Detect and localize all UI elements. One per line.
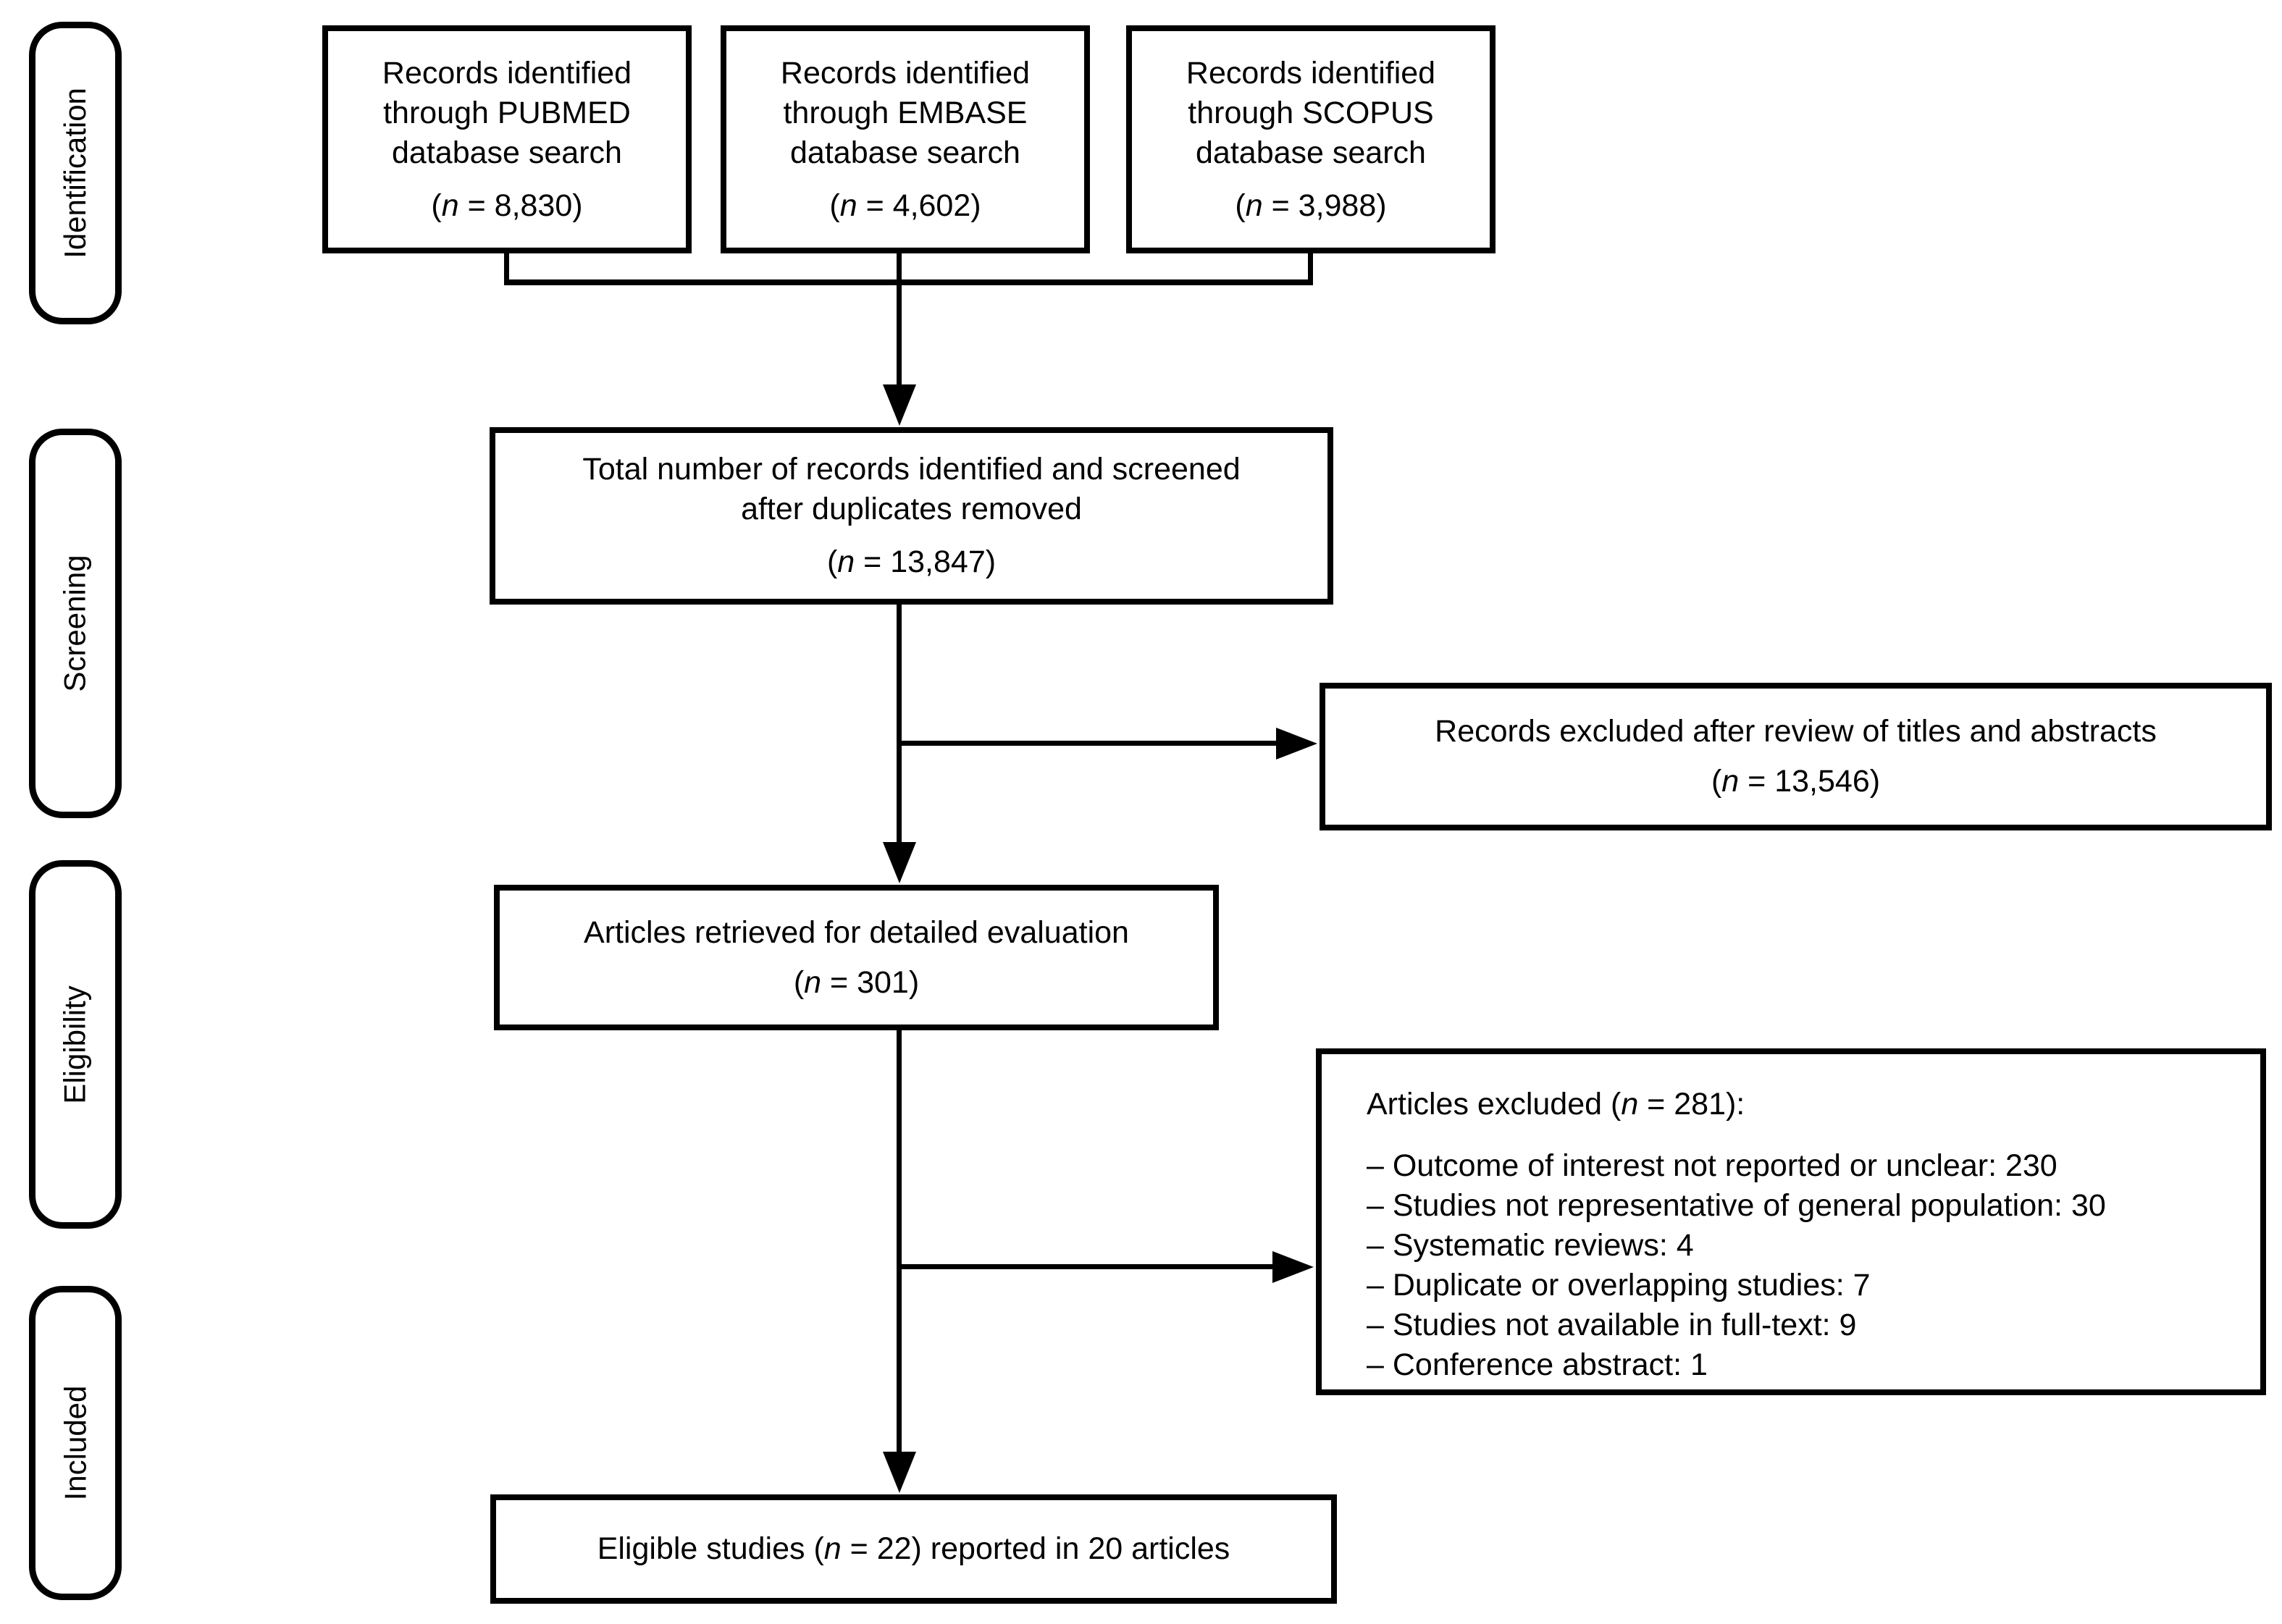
connector-stub-scopus — [1308, 253, 1313, 285]
box-articles-retrieved: Articles retrieved for detailed evaluati… — [494, 885, 1219, 1030]
arrowhead-right-to-excluded-articles — [1272, 1251, 1314, 1283]
box-eligible-studies: Eligible studies (n = 22) reported in 20… — [490, 1494, 1337, 1604]
connector-branch-2 — [897, 1264, 1274, 1269]
stage-identification-label: Identification — [58, 88, 93, 258]
box-line: database search — [1196, 135, 1426, 170]
excluded-articles-header: Articles excluded (n = 281): — [1367, 1087, 1745, 1122]
stage-included: Included — [29, 1286, 122, 1600]
box-line: Eligible studies (n = 22) reported in 20… — [597, 1531, 1230, 1566]
stage-eligibility-label: Eligibility — [58, 985, 93, 1104]
connector-stub-pubmed — [504, 253, 509, 285]
arrowhead-down-to-retrieved — [883, 842, 916, 883]
box-line: through PUBMED — [383, 95, 631, 130]
box-excluded-titles-abstracts: Records excluded after review of titles … — [1320, 683, 2272, 830]
stage-identification: Identification — [29, 22, 122, 324]
box-count: (n = 301) — [793, 964, 920, 1000]
connector-vertical-2 — [897, 605, 902, 843]
exclusion-reason: – Duplicate or overlapping studies: 7 — [1367, 1268, 1871, 1303]
exclusion-reason: – Studies not representative of general … — [1367, 1188, 2106, 1223]
exclusion-reason: – Outcome of interest not reported or un… — [1367, 1148, 2057, 1183]
box-line: database search — [392, 135, 622, 170]
box-scopus-records: Records identified through SCOPUS databa… — [1126, 25, 1496, 253]
arrowhead-down-to-eligible — [883, 1452, 916, 1493]
box-line: through SCOPUS — [1188, 95, 1434, 130]
stage-screening-label: Screening — [58, 555, 92, 692]
connector-branch-1 — [897, 741, 1278, 746]
box-count: (n = 4,602) — [829, 188, 981, 223]
connector-vertical-3 — [897, 1030, 902, 1453]
box-line: Total number of records identified and s… — [582, 452, 1241, 487]
box-count: (n = 8,830) — [431, 188, 583, 223]
box-embase-records: Records identified through EMBASE databa… — [721, 25, 1090, 253]
box-articles-excluded: Articles excluded (n = 281): – Outcome o… — [1316, 1048, 2266, 1395]
connector-vertical-1 — [897, 253, 902, 386]
box-line: database search — [790, 135, 1020, 170]
stage-eligibility: Eligibility — [29, 860, 122, 1229]
box-line: Records identified — [382, 55, 632, 91]
box-line: Records identified — [1186, 55, 1436, 91]
stage-screening: Screening — [29, 429, 122, 818]
stage-included-label: Included — [58, 1385, 93, 1501]
box-pubmed-records: Records identified through PUBMED databa… — [322, 25, 692, 253]
box-count: (n = 13,546) — [1711, 764, 1881, 799]
exclusion-reason: – Systematic reviews: 4 — [1367, 1228, 1694, 1263]
box-total-screened: Total number of records identified and s… — [490, 427, 1333, 605]
box-line: through EMBASE — [783, 95, 1028, 130]
box-line: Records identified — [780, 55, 1031, 91]
excluded-articles-reason-list: – Outcome of interest not reported or un… — [1367, 1146, 2106, 1385]
box-line: after duplicates removed — [741, 492, 1082, 526]
connector-collector-horizontal — [504, 279, 1313, 285]
box-count: (n = 3,988) — [1235, 188, 1387, 223]
box-line: Articles retrieved for detailed evaluati… — [584, 914, 1129, 950]
arrowhead-down-to-screened — [883, 384, 916, 426]
box-line: Records excluded after review of titles … — [1435, 714, 2157, 749]
box-count: (n = 13,847) — [826, 544, 997, 579]
exclusion-reason: – Conference abstract: 1 — [1367, 1347, 1708, 1382]
arrowhead-right-to-excluded-titles — [1276, 728, 1317, 760]
exclusion-reason: – Studies not available in full-text: 9 — [1367, 1308, 1857, 1342]
